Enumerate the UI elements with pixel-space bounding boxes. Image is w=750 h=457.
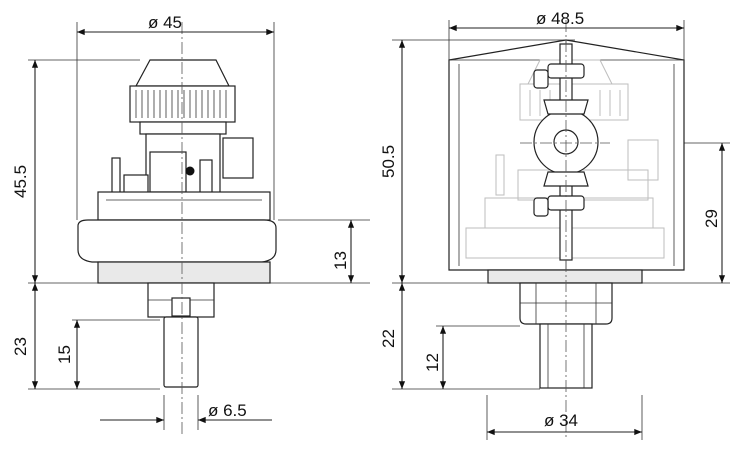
dim-left-shaft-sub: 15 [55,345,74,364]
dim-left-shaft-length: 23 [11,337,30,356]
dim-right-shaft-sub: 12 [423,353,442,372]
shaft [147,282,215,388]
right-view: ø 48.5 50.5 29 22 12 ø 34 [379,9,730,440]
dim-left-diameter-top: ø 45 [148,13,182,32]
left-view: ø 45 45.5 13 23 15 ø 6.5 [11,13,370,435]
dim-right-height-total: 50.5 [379,145,398,178]
mounting-base [487,269,643,389]
adjustment-knob [129,59,236,135]
housing-base [77,219,277,284]
dim-right-diameter-bottom: ø 34 [544,411,578,430]
dim-right-shaft-length: 22 [379,329,398,348]
dim-left-height-base: 13 [331,251,350,270]
dim-right-diameter-top: ø 48.5 [536,9,584,28]
dim-right-height-center: 29 [702,209,721,228]
terminal-block [97,133,271,221]
dim-left-shaft-diameter: ø 6.5 [208,401,247,420]
dim-left-height-total: 45.5 [11,165,30,198]
